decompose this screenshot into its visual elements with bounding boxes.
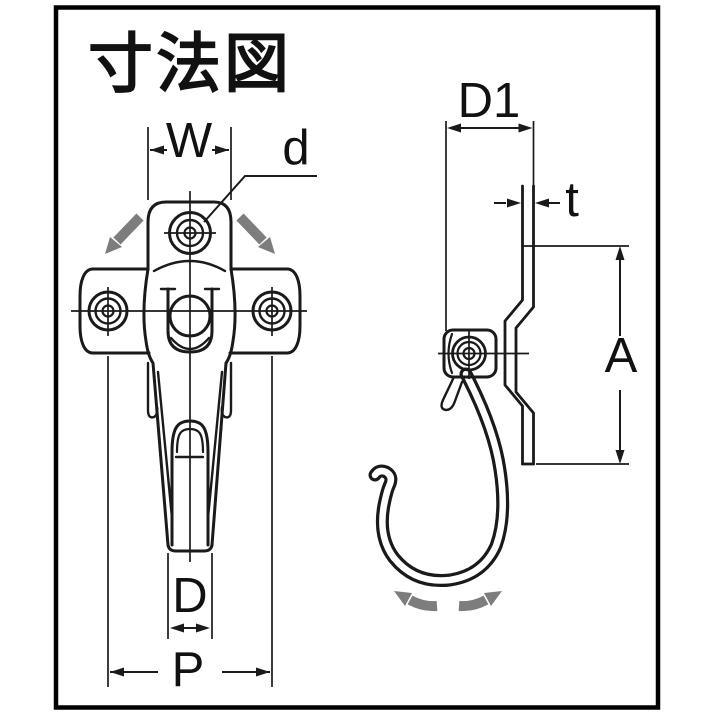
swivel-stud bbox=[168, 294, 212, 338]
rotation-arrow-right-icon bbox=[258, 237, 275, 254]
dim-P-extension-lines bbox=[107, 356, 273, 687]
rotation-arrow-right bbox=[236, 213, 275, 254]
body-inner-taper bbox=[156, 370, 224, 520]
body-right-outline bbox=[210, 267, 237, 547]
dim-W-arrow-left bbox=[150, 145, 164, 155]
rotation-arrow-left bbox=[105, 213, 144, 254]
leader-d: d bbox=[203, 121, 317, 223]
strap-end-left bbox=[146, 361, 159, 419]
plate-back-face bbox=[514, 184, 535, 466]
strap-sides bbox=[146, 220, 233, 271]
dim-P-arrow-left bbox=[110, 667, 124, 677]
plate-left-end bbox=[78, 267, 95, 355]
leader-d-line bbox=[203, 175, 317, 223]
side-hook-wire bbox=[368, 367, 510, 588]
dim-t: t bbox=[494, 173, 579, 227]
body-left-outline bbox=[142, 267, 170, 547]
dim-D1-arrow-right bbox=[518, 123, 533, 133]
rotation-arrow-left-shaft bbox=[113, 213, 144, 245]
rotation-arrow-right-shaft bbox=[236, 213, 267, 245]
swing-arrow-left bbox=[394, 591, 438, 612]
drawing-border bbox=[53, 5, 661, 710]
strap-end-right bbox=[220, 361, 233, 419]
tongue-inner-arc bbox=[175, 427, 205, 454]
stud-lower-arc bbox=[169, 336, 211, 351]
dim-A-arrow-bottom bbox=[615, 450, 625, 464]
tongue-sides bbox=[170, 450, 210, 547]
dim-label-A: A bbox=[605, 329, 638, 383]
front-hook-body bbox=[142, 200, 237, 553]
strap-end-tip bbox=[440, 377, 464, 412]
dim-t-arrow-left bbox=[507, 198, 521, 208]
dim-label-D1: D1 bbox=[458, 74, 521, 128]
mounting-hole-left bbox=[87, 287, 129, 336]
dim-D1: D1 bbox=[445, 74, 535, 331]
swing-arrow-right-icon bbox=[484, 591, 502, 606]
dim-label-t: t bbox=[565, 173, 579, 227]
dim-t-arrow-right bbox=[535, 198, 549, 208]
strap-top-cap bbox=[146, 200, 233, 224]
dim-A: A bbox=[536, 246, 638, 465]
dim-label-d: d bbox=[282, 121, 309, 175]
dim-P-arrow-right bbox=[256, 667, 270, 677]
dim-D-arrow-left bbox=[170, 623, 184, 633]
dim-D-arrow-right bbox=[196, 623, 210, 633]
body-bottom-edge bbox=[166, 543, 214, 553]
hook-wire-inner bbox=[371, 370, 506, 584]
strap-fold-arc bbox=[152, 259, 227, 273]
dim-W-extension-lines bbox=[147, 127, 232, 200]
hook-tongue bbox=[170, 419, 210, 547]
dim-D1-arrow-left bbox=[447, 123, 461, 133]
side-swivel-housing bbox=[438, 328, 529, 412]
slot-outline bbox=[166, 287, 214, 354]
dim-D: D bbox=[167, 553, 213, 639]
plate-right-end bbox=[285, 267, 302, 355]
front-view: W d D P bbox=[71, 114, 317, 697]
dim-label-D: D bbox=[172, 569, 207, 623]
swing-arrow-right-shaft bbox=[458, 595, 489, 612]
page-title: 寸法図 bbox=[88, 27, 292, 100]
dim-A-arrow-top bbox=[615, 246, 625, 260]
swing-arrow-left-icon bbox=[394, 591, 412, 606]
swing-arrow-left-shaft bbox=[407, 595, 438, 612]
tongue-outer-arc bbox=[170, 419, 210, 454]
strap-top-hole bbox=[164, 211, 216, 255]
front-mounting-plate bbox=[78, 267, 302, 355]
mounting-hole-right bbox=[251, 287, 293, 336]
rotation-arrow-left-icon bbox=[105, 237, 122, 254]
dim-label-W: W bbox=[166, 114, 213, 168]
dim-D-extension-lines bbox=[167, 553, 213, 639]
dim-label-P: P bbox=[172, 643, 205, 697]
side-view: D1 t A bbox=[368, 74, 638, 612]
swing-arrow-right bbox=[458, 591, 502, 612]
dim-P: P bbox=[107, 356, 273, 697]
dim-D1-extension-lines bbox=[445, 121, 535, 331]
dim-W: W bbox=[147, 114, 232, 200]
swivel-slot bbox=[159, 287, 221, 354]
dim-W-arrow-right bbox=[215, 145, 229, 155]
